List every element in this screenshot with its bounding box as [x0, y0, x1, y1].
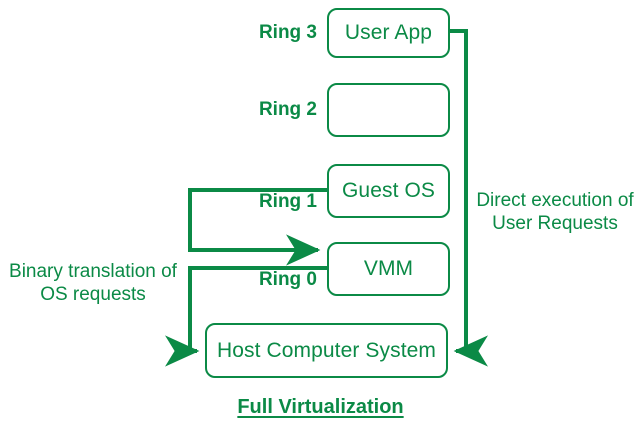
- box-user-app[interactable]: User App: [327, 8, 450, 58]
- ring-label-ring-0-text: Ring 0: [258, 269, 317, 290]
- ring-label-ring-3-text: Ring 3: [258, 22, 317, 43]
- annotation-binary-translation-text: Binary translation of OS requests: [9, 261, 177, 305]
- annotation-binary-translation: Binary translation of OS requests: [4, 239, 182, 306]
- annotation-direct-execution-text: Direct execution of User Requests: [476, 190, 634, 234]
- box-guest-os-label: Guest OS: [341, 179, 435, 202]
- box-host-computer-system-label: Host Computer System: [216, 338, 437, 362]
- ring-label-ring-0: Ring 0: [187, 269, 317, 291]
- connector-user-app-to-host: [450, 29, 488, 367]
- ring-label-ring-3: Ring 3: [187, 22, 317, 44]
- box-ring2-empty[interactable]: [327, 83, 450, 137]
- box-host-computer-system[interactable]: Host Computer System: [205, 323, 448, 378]
- box-guest-os[interactable]: Guest OS: [327, 164, 450, 218]
- ring-label-ring-1-text: Ring 1: [258, 191, 317, 212]
- diagram-title: Full Virtualization: [0, 396, 641, 419]
- ring-label-ring-2: Ring 2: [187, 99, 317, 121]
- annotation-direct-execution: Direct execution of User Requests: [472, 168, 638, 235]
- box-vmm-label: VMM: [363, 257, 414, 280]
- box-vmm[interactable]: VMM: [327, 242, 450, 296]
- ring-label-ring-1: Ring 1: [187, 191, 317, 213]
- ring-label-ring-2-text: Ring 2: [258, 99, 317, 120]
- diagram-title-text: Full Virtualization: [237, 396, 404, 418]
- box-user-app-label: User App: [344, 21, 433, 44]
